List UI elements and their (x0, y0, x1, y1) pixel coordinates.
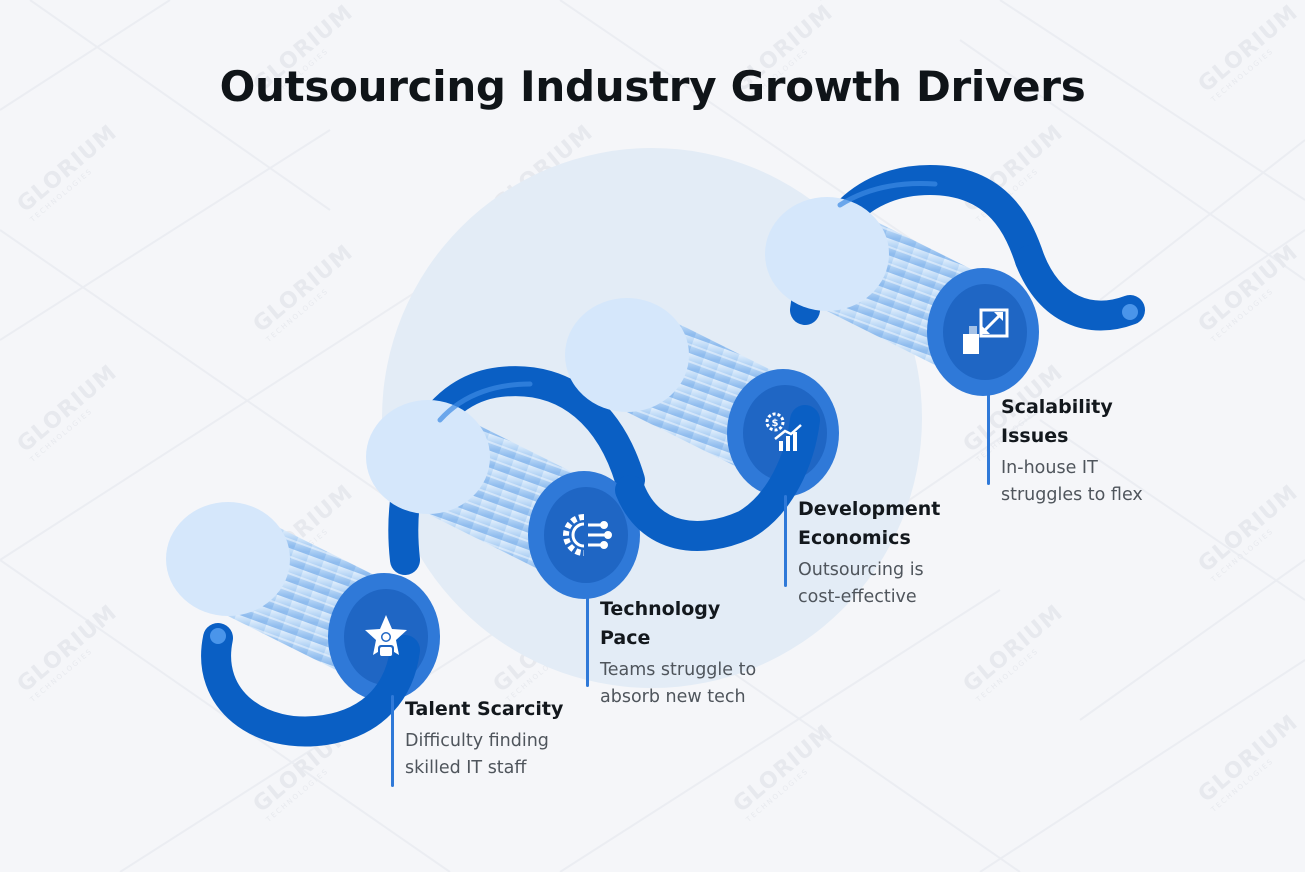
ribbon-end-left (210, 628, 226, 644)
driver-label-talent: Talent Scarcity Difficulty finding skill… (391, 695, 565, 787)
driver-name: Development Economics (798, 498, 941, 549)
money-chart-icon: $ (765, 412, 802, 451)
scale-arrow-icon (963, 308, 1009, 354)
driver-description: In-house IT struggles to flex (1001, 458, 1143, 505)
driver-name: Scalability Issues (1001, 396, 1113, 447)
label-line (987, 393, 990, 485)
label-line (784, 495, 787, 587)
driver-description: Outsourcing is cost-effective (798, 560, 924, 607)
driver-label-scalability: Scalability Issues In-house IT struggles… (987, 393, 1176, 509)
label-line (391, 695, 394, 787)
driver-label-technology: Technology Pace Teams struggle to absorb… (586, 595, 785, 711)
driver-label-economics: Development Economics Outsourcing is cos… (784, 495, 958, 611)
ribbon-end-right (1122, 304, 1138, 320)
gear-circuit-icon (563, 514, 612, 556)
svg-text:$: $ (772, 418, 779, 429)
star-person-icon (365, 615, 407, 656)
driver-name: Talent Scarcity (405, 698, 564, 720)
cylinder-technology (366, 400, 640, 599)
driver-description: Difficulty finding skilled IT staff (405, 731, 549, 778)
driver-name: Technology Pace (600, 598, 721, 649)
ribbon-highlight (437, 181, 938, 423)
cylinder-talent (166, 502, 440, 701)
driver-description: Teams struggle to absorb new tech (600, 660, 757, 707)
page-title: Outsourcing Industry Growth Drivers (219, 62, 1086, 111)
ribbon-front (201, 245, 1145, 747)
label-line (586, 595, 589, 687)
